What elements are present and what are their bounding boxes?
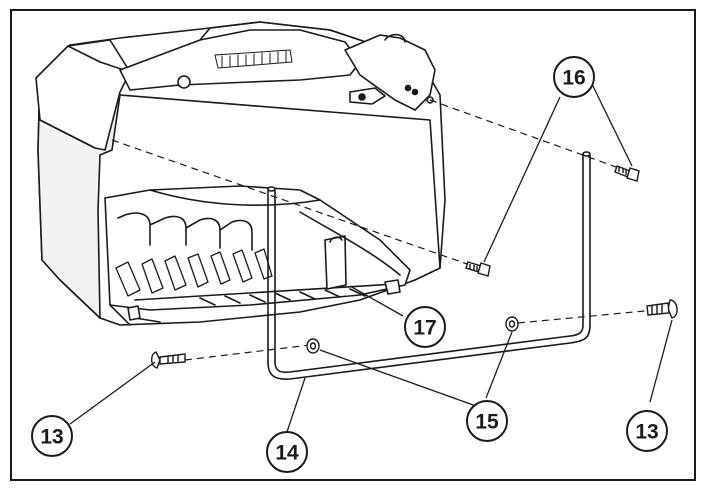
- bolt-13-right: [646, 299, 678, 319]
- washer-15-left: [306, 338, 320, 354]
- handle-bar: [267, 151, 591, 380]
- callout-16-label: 16: [562, 67, 585, 90]
- bolt-16-left: [465, 261, 491, 277]
- callout-14: 14: [266, 431, 308, 473]
- callout-15: 15: [466, 400, 508, 442]
- bolt-13-left: [150, 351, 186, 369]
- top-grille: [214, 49, 293, 69]
- callout-17: 17: [404, 306, 446, 348]
- callout-16: 16: [553, 56, 595, 98]
- leader-lines: [69, 79, 673, 433]
- callout-13-right: 13: [626, 410, 668, 452]
- callout-14-label: 14: [275, 442, 299, 465]
- diagram-frame: [10, 9, 696, 481]
- housing-assembly: [35, 21, 446, 326]
- callout-13-left-label: 13: [40, 426, 63, 449]
- washer-15-right: [505, 316, 519, 332]
- callout-15-label: 15: [475, 411, 499, 434]
- callout-13-right-label: 13: [635, 421, 658, 444]
- alignment-lines: [111, 99, 656, 361]
- callout-17-label: 17: [413, 317, 436, 340]
- bolt-16-right: [614, 165, 640, 182]
- callout-13-left: 13: [31, 415, 73, 457]
